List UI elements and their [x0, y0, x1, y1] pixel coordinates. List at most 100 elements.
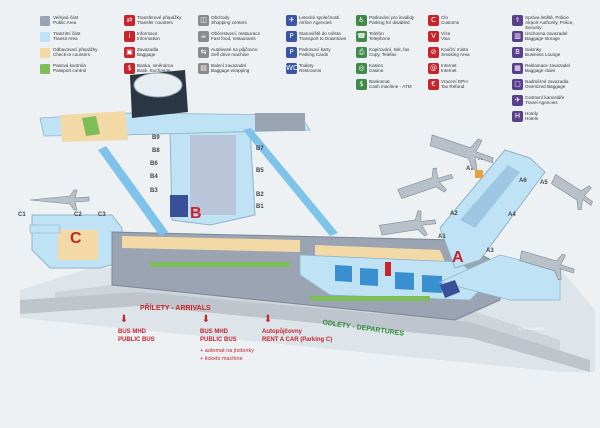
legend-text: Cestovní kanceláře Travel Agencies: [525, 95, 565, 106]
info-icon: i: [124, 31, 135, 42]
baggage-wrap-icon: ▤: [198, 63, 209, 74]
tax-refund-icon: €: [428, 79, 439, 90]
customs-icon: C: [428, 15, 439, 26]
gate-b-label: B4: [150, 174, 158, 180]
gate-b-label: B8: [152, 148, 160, 154]
car-arrow-icon: ⬇: [263, 314, 273, 325]
legend-text: Občerstvení, restaurace Fast food, resta…: [211, 31, 261, 42]
vip-lounge-label: V.I.P. LOUNGE: [518, 326, 545, 331]
airplane-a3: [519, 250, 575, 280]
legend-text: Parkovací karty Parking Cards: [299, 47, 331, 58]
gate-a-label: A3: [486, 248, 494, 254]
airplane-a7: [397, 167, 454, 199]
checkin-area-north: [122, 236, 300, 252]
parking-icon: P: [286, 31, 297, 42]
gate-b-label: B9: [152, 135, 160, 141]
legend-text: Kouřící místa Smoking Area: [441, 47, 470, 58]
terminal-b-letter: B: [190, 205, 202, 222]
gate-b-label: B6: [150, 161, 158, 167]
corridor-c-b: [98, 146, 168, 236]
legend-text: Balení zavazadel Baggage wrapping: [211, 63, 250, 74]
terminal-c-letter: C: [70, 230, 82, 247]
copy-icon: ⎙: [356, 47, 367, 58]
authority-icon: ⚕: [512, 15, 523, 26]
legend-text: Víza Visa: [441, 31, 451, 42]
transit-pool-2: [360, 268, 378, 286]
disabled-parking-icon: ♿: [356, 15, 367, 26]
legend-text: Bankomat Cash machine - ATM: [369, 79, 412, 90]
gate-b-label: B1: [256, 204, 264, 210]
legend-text: Reklamace zavazadel Baggage claim: [525, 63, 570, 74]
legend-text: Letecké společnosti Airline Agencies: [299, 15, 340, 26]
gate-a-label: A5: [540, 180, 548, 186]
rent-a-car-label: Autopůjčovny RENT A CAR (Parking C): [262, 329, 333, 343]
gate-c-label: C2: [74, 212, 82, 218]
legend-text: Pasová kontrola Passport control: [53, 63, 87, 74]
shop-icon: ◫: [198, 15, 209, 26]
transit-pool-4: [422, 275, 442, 293]
passport-control-strip: [150, 262, 290, 267]
airplane-a6: [551, 174, 593, 211]
legend-text: Úschovna zavazadel Baggage storage: [525, 31, 568, 42]
oversized-baggage-icon: ▥: [512, 31, 523, 42]
gate-b-label: B7: [256, 146, 264, 152]
airline-icon: ✈: [286, 15, 297, 26]
legend-text: Clo Customs: [441, 15, 460, 26]
telephone-icon: ☎: [356, 31, 367, 42]
arrivals-road: [20, 292, 590, 372]
overseas-baggage-icon: ▢: [512, 79, 523, 90]
gate-c-label: C3: [98, 212, 106, 218]
transfer-icon: ⇄: [124, 15, 135, 26]
legend-text: Internet Internet: [441, 63, 457, 74]
legend-swatch: [40, 16, 50, 26]
gate-b-label: B2: [256, 192, 264, 198]
control-tower: [385, 262, 391, 276]
upper-passport: [82, 116, 100, 136]
gate-a-label: A2: [450, 211, 458, 217]
baggage-icon: ▣: [124, 47, 135, 58]
tickets-label: + automat na jízdenky + tickets machine: [200, 348, 254, 362]
internet-icon: @: [428, 63, 439, 74]
passport-control-strip-2: [310, 296, 430, 301]
terminal-c-checkin: [58, 230, 98, 260]
pier-a-core: [460, 165, 520, 228]
business-lounge-icon: B: [512, 47, 523, 58]
legend-text: Telefon Telephone: [369, 31, 391, 42]
atm-icon: $: [356, 79, 367, 90]
legend-text: Nadměrné zavazadla Oversized Baggage: [525, 79, 569, 90]
bus-departures-label: BUS MHD PUBLIC BUS: [200, 329, 237, 343]
legend-text: Hotely Hotels: [525, 111, 539, 122]
legend-text: Informace Information: [137, 31, 160, 42]
gate-a-label: A4: [508, 212, 516, 218]
airplane-west: [29, 189, 90, 211]
bus-arrow-icon: ⬇: [119, 314, 129, 325]
gate-b-label: B5: [256, 168, 264, 174]
corridor-b-a: [243, 128, 338, 236]
transit-pool-3: [395, 272, 414, 290]
airplane-ne: [429, 134, 494, 170]
pier-c-finger: [29, 224, 61, 234]
legend-swatch: [40, 32, 50, 42]
legend-text: Stanoviště do města Transport to Downtow…: [299, 31, 347, 42]
bank-icon: $: [124, 63, 135, 74]
bus-arrivals-label: BUS MHD PUBLIC BUS: [118, 329, 155, 343]
legend-swatch: [40, 48, 50, 58]
legend-text: Autoleasé na půjčovnu Self drive machine: [211, 47, 258, 58]
travel-agencies-icon: ✈: [512, 95, 523, 106]
legend-text: Kasino Casino: [369, 63, 384, 74]
legend-text: Transferové přepážky Transfer counters: [137, 15, 182, 26]
lost-baggage-icon: ▦: [512, 63, 523, 74]
gate-a-label: A1: [438, 234, 446, 240]
terminal-a-letter: A: [452, 249, 464, 266]
bus-arrow-icon-2: ⬇: [201, 314, 211, 325]
smoking-icon: ⊘: [428, 47, 439, 58]
gate-a-label: A7: [466, 166, 474, 172]
legend-text: Toalety Restrooms: [299, 63, 322, 74]
legend-swatch: [40, 64, 50, 74]
visa-icon: V: [428, 31, 439, 42]
pier-a-south: [438, 254, 561, 301]
